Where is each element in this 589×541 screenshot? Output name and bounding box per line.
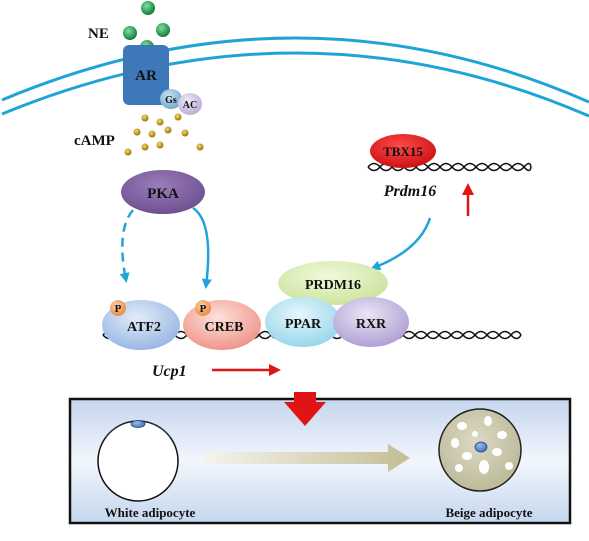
ppar-label: PPAR xyxy=(285,317,322,332)
pka-node xyxy=(121,170,205,214)
white-adipocyte-label: White adipocyte xyxy=(105,505,196,520)
cell-membrane-inner xyxy=(1,51,589,118)
ac-label: AC xyxy=(183,100,197,111)
pka-to-creb-arrow xyxy=(192,206,212,289)
camp-molecules xyxy=(124,113,204,156)
white-adipocyte-nucleus xyxy=(130,420,146,428)
beige-adipocyte-nucleus xyxy=(474,441,488,453)
gs-protein xyxy=(160,89,182,109)
atf2-phospho-badge xyxy=(110,300,126,316)
pka-label: PKA xyxy=(147,186,179,202)
ppar-node xyxy=(265,297,341,347)
browning-induction-arrow xyxy=(284,392,326,426)
ne-molecule xyxy=(141,1,155,15)
pka-to-atf2-arrow xyxy=(119,209,134,283)
beige-adipocyte-label: Beige adipocyte xyxy=(445,505,532,520)
atf2-label: ATF2 xyxy=(127,320,161,335)
tbx15-label: TBX15 xyxy=(383,144,423,159)
ar-label: AR xyxy=(135,68,157,84)
ar-receptor xyxy=(123,45,169,105)
prdm16-label: PRDM16 xyxy=(305,278,361,293)
ne-label: NE xyxy=(88,26,109,42)
cell-membrane-outer xyxy=(1,36,589,104)
camp-label: cAMP xyxy=(74,133,115,149)
ucp1-gene-label: Ucp1 xyxy=(152,363,187,380)
tbx15-node xyxy=(370,134,436,168)
gs-label: Gs xyxy=(165,95,177,106)
ne-molecule xyxy=(156,23,170,37)
atf2-phospho-label: P xyxy=(115,303,122,315)
white-to-beige-transition-arrow xyxy=(204,444,410,472)
ne-molecule xyxy=(123,26,137,40)
creb-label: CREB xyxy=(205,320,244,335)
prdm16-node xyxy=(278,261,388,305)
rxr-node xyxy=(333,297,409,347)
white-adipocyte-cell xyxy=(97,420,179,502)
beige-lipid-droplets xyxy=(451,416,513,474)
prdm16-to-protein-arrow xyxy=(370,217,432,271)
creb-phospho-badge xyxy=(195,300,211,316)
creb-phospho-label: P xyxy=(200,303,207,315)
rxr-label: RXR xyxy=(356,317,387,332)
ac-enzyme xyxy=(178,93,202,115)
prdm16-gene-label: Prdm16 xyxy=(383,183,436,200)
